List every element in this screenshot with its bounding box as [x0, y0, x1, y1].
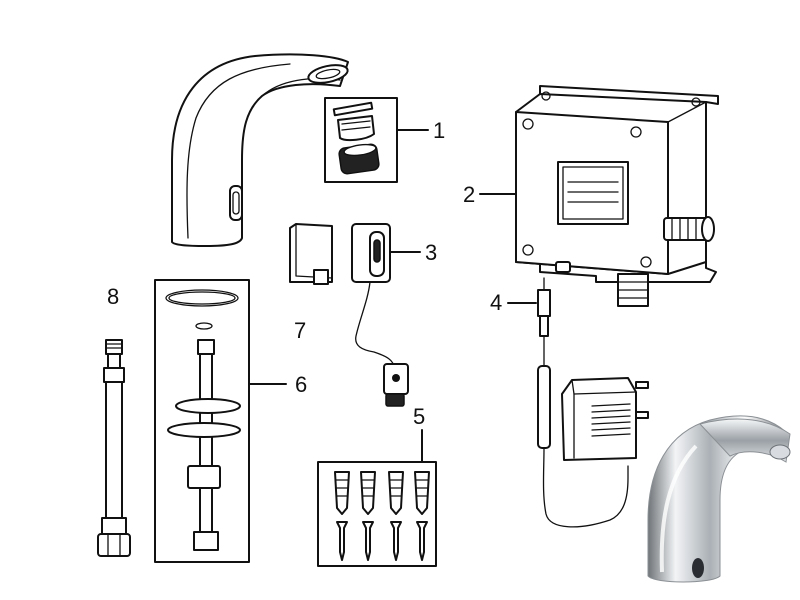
faucet-product-photo [647, 415, 791, 583]
wall-anchors [334, 471, 430, 515]
callout-8: 8 [107, 284, 119, 309]
callout-4: 4 [490, 290, 502, 315]
callout-5: 5 [413, 404, 425, 429]
flex-hose-part: 8 [97, 284, 131, 557]
anchors-screws-part-box: 5 [317, 404, 437, 567]
faucet-body-drawing [171, 53, 349, 247]
callout-6: 6 [295, 372, 307, 397]
callout-7: 7 [294, 318, 306, 343]
callout-1: 1 [433, 118, 445, 143]
screws [336, 521, 428, 561]
mounting-kit-part-box: 6 [154, 279, 307, 563]
sensor-cable-part: 3 [351, 223, 437, 407]
sensor-housing-part: 7 [289, 223, 333, 343]
power-adapter-part: 4 [490, 277, 649, 528]
aerator-part-box: 1 [324, 97, 445, 183]
control-box: 2 [463, 85, 719, 307]
callout-2: 2 [463, 182, 475, 207]
callout-3: 3 [425, 240, 437, 265]
